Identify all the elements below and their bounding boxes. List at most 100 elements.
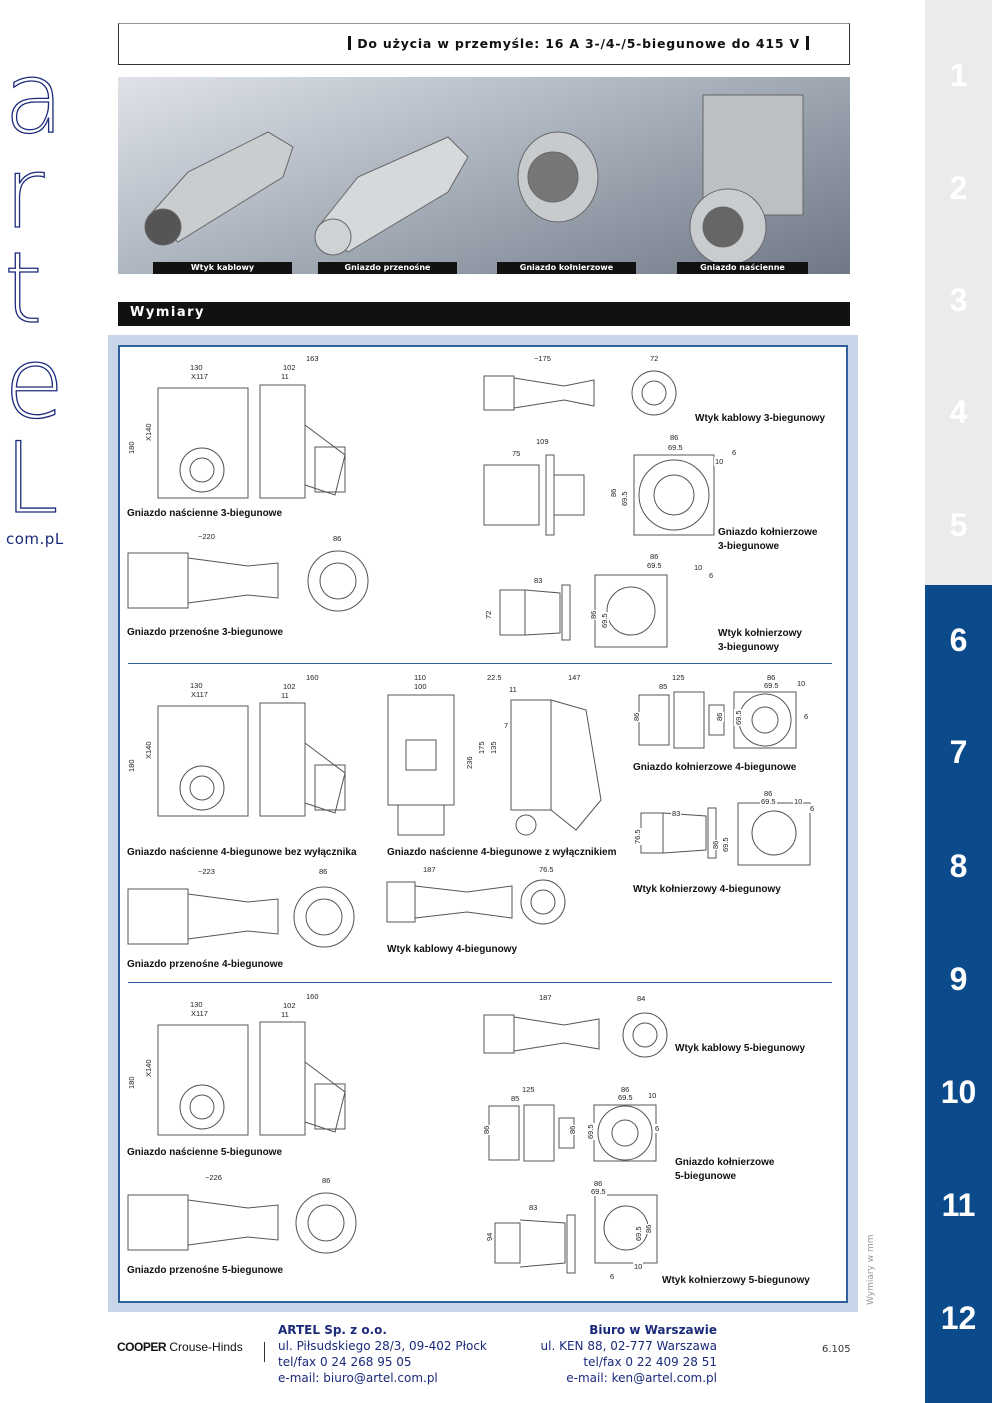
- chapter-tabs: 1 2 3 4 5 6 7 8 9 10 11 12: [925, 0, 992, 1403]
- dim-label: 11: [280, 691, 290, 700]
- chapter-tab-1[interactable]: 1: [949, 57, 968, 93]
- dim-label: 69.5: [763, 681, 780, 690]
- dim-label: 86: [711, 839, 720, 850]
- office-address: ul. KEN 88, 02-777 Warszawa: [540, 1339, 717, 1353]
- dim-label: 86: [321, 1176, 332, 1185]
- chapter-tab-5[interactable]: 5: [949, 507, 968, 543]
- dim-label: ~220: [197, 532, 216, 541]
- chapter-tab-6[interactable]: 6: [949, 622, 968, 658]
- chapter-tab-2[interactable]: 2: [949, 170, 968, 206]
- caption-flange-plug-3p: Wtyk kołnierzowy: [718, 628, 802, 639]
- dim-label: 130: [189, 363, 204, 372]
- dim-label: 69.5: [634, 1225, 643, 1242]
- dim-label: 86: [589, 609, 598, 620]
- caption-flange-plug-3p-line2: 3-biegunowy: [718, 642, 780, 653]
- wall-socket-3p-drawing: [157, 384, 346, 499]
- chapter-tab-12[interactable]: 12: [940, 1300, 977, 1336]
- dim-label: 6: [809, 804, 816, 813]
- caption-flange-socket-5p-line2: 5-biegunowe: [675, 1171, 737, 1182]
- logo-letter: a: [3, 42, 65, 156]
- chapter-tab-7[interactable]: 7: [949, 734, 968, 770]
- wall-socket-4p-drawing: [157, 702, 346, 817]
- dim-label: 72: [484, 609, 493, 620]
- caption-switched-wall-socket-4p: Gniazdo naścienne 4-biegunowe z wyłączni…: [387, 847, 617, 858]
- logo-letter: L: [3, 422, 59, 536]
- dim-label: 85: [658, 682, 669, 691]
- dim-label: 10: [796, 679, 807, 688]
- dim-label: 6: [654, 1124, 661, 1133]
- footer-hq: ARTEL Sp. z o.o. ul. Piłsudskiego 28/3, …: [278, 1322, 487, 1386]
- dim-label: 147: [567, 673, 582, 682]
- dim-label: 187: [538, 993, 553, 1002]
- dim-label: 10: [714, 457, 725, 466]
- dim-label: 6: [731, 448, 738, 457]
- dim-label: 86: [332, 534, 343, 543]
- dim-label: 69.5: [721, 836, 730, 853]
- wall-socket-5p-drawing: [157, 1021, 346, 1136]
- dim-label: 187: [422, 865, 437, 874]
- dim-label: 11: [508, 685, 518, 694]
- chapter-tab-4[interactable]: 4: [949, 394, 968, 430]
- caption-flange-plug-4p: Wtyk kołnierzowy 4-biegunowy: [633, 884, 781, 895]
- dim-label: 130: [189, 681, 204, 690]
- dim-label: 7: [503, 721, 510, 730]
- dim-label: 83: [528, 1203, 539, 1212]
- office-name: Biuro w Warszawie: [589, 1323, 717, 1337]
- chapter-tab-10[interactable]: 10: [940, 1074, 977, 1110]
- chapter-tab-11[interactable]: 11: [941, 1187, 976, 1223]
- caption-cable-plug-3p: Wtyk kablowy 3-biegunowy: [695, 413, 826, 424]
- dim-label: 86: [766, 673, 777, 682]
- dim-label: 75: [511, 449, 522, 458]
- dim-label: 125: [521, 1085, 536, 1094]
- dim-label: 86: [318, 867, 329, 876]
- caption-portable-socket-3p: Gniazdo przenośne 3-biegunowe: [127, 627, 284, 638]
- dim-label: 86: [593, 1179, 604, 1188]
- section-divider: [128, 663, 832, 664]
- dim-label: 102: [282, 363, 297, 372]
- office-email[interactable]: e-mail: ken@artel.com.pl: [566, 1371, 717, 1385]
- dim-label: 69.5: [646, 561, 663, 570]
- dim-label: 160: [305, 992, 320, 1001]
- logo-letter: t: [3, 232, 43, 346]
- dim-label: 22.5: [486, 673, 503, 682]
- logo-letter: r: [3, 137, 45, 251]
- chapter-tab-3[interactable]: 3: [949, 282, 968, 318]
- dim-label: 69.5: [600, 612, 609, 629]
- flange-plug-5p-drawing: [494, 1194, 658, 1274]
- page-header: Do użycia w przemyśle: 16 A 3-/4-/5-bieg…: [118, 23, 850, 65]
- portable-socket-3p-drawing: [127, 550, 369, 612]
- dim-label: 11: [280, 372, 290, 381]
- chapter-tab-8[interactable]: 8: [949, 848, 968, 884]
- dim-label: 6: [803, 712, 810, 721]
- flange-plug-4p-drawing: [640, 802, 811, 866]
- hq-email[interactable]: e-mail: biuro@artel.com.pl: [278, 1371, 438, 1385]
- dim-label: 180: [127, 1075, 136, 1090]
- dim-label: 86: [620, 1085, 631, 1094]
- dim-label: 94: [485, 1231, 494, 1242]
- dim-label: 69.5: [590, 1187, 607, 1196]
- dim-label: 69.5: [760, 797, 777, 806]
- caption-flange-socket-5p: Gniazdo kołnierzowe: [675, 1157, 775, 1168]
- footer-office: Biuro w Warszawie ul. KEN 88, 02-777 War…: [500, 1322, 717, 1386]
- dim-label: 86: [763, 789, 774, 798]
- hq-address: ul. Piłsudskiego 28/3, 09-402 Płock: [278, 1339, 487, 1353]
- cable-plug-5p-drawing: [483, 1012, 668, 1058]
- dim-label: 86: [669, 433, 680, 442]
- dim-label: 83: [671, 809, 682, 818]
- logo-domain: com.pL: [6, 530, 64, 548]
- dim-label: 11: [280, 1010, 290, 1019]
- cable-plug-4p-drawing: [386, 879, 566, 925]
- dim-label: 86: [609, 487, 618, 498]
- dim-label: 236: [465, 755, 474, 770]
- dim-label: X117: [190, 372, 209, 381]
- banner-label-wall-socket: Gniazdo naścienne: [677, 262, 808, 274]
- caption-wall-socket-4p: Gniazdo naścienne 4-biegunowe bez wyłącz…: [127, 847, 357, 858]
- dim-label: 100: [413, 682, 428, 691]
- office-phone: tel/fax 0 22 409 28 51: [583, 1355, 717, 1369]
- dim-label: 10: [793, 797, 804, 806]
- caption-portable-socket-5p: Gniazdo przenośne 5-biegunowe: [127, 1265, 284, 1276]
- chapter-tab-9[interactable]: 9: [949, 961, 968, 997]
- dim-label: 83: [533, 576, 544, 585]
- dim-label: 86: [568, 1124, 577, 1135]
- banner-label-cable-plug: Wtyk kablowy: [153, 262, 292, 274]
